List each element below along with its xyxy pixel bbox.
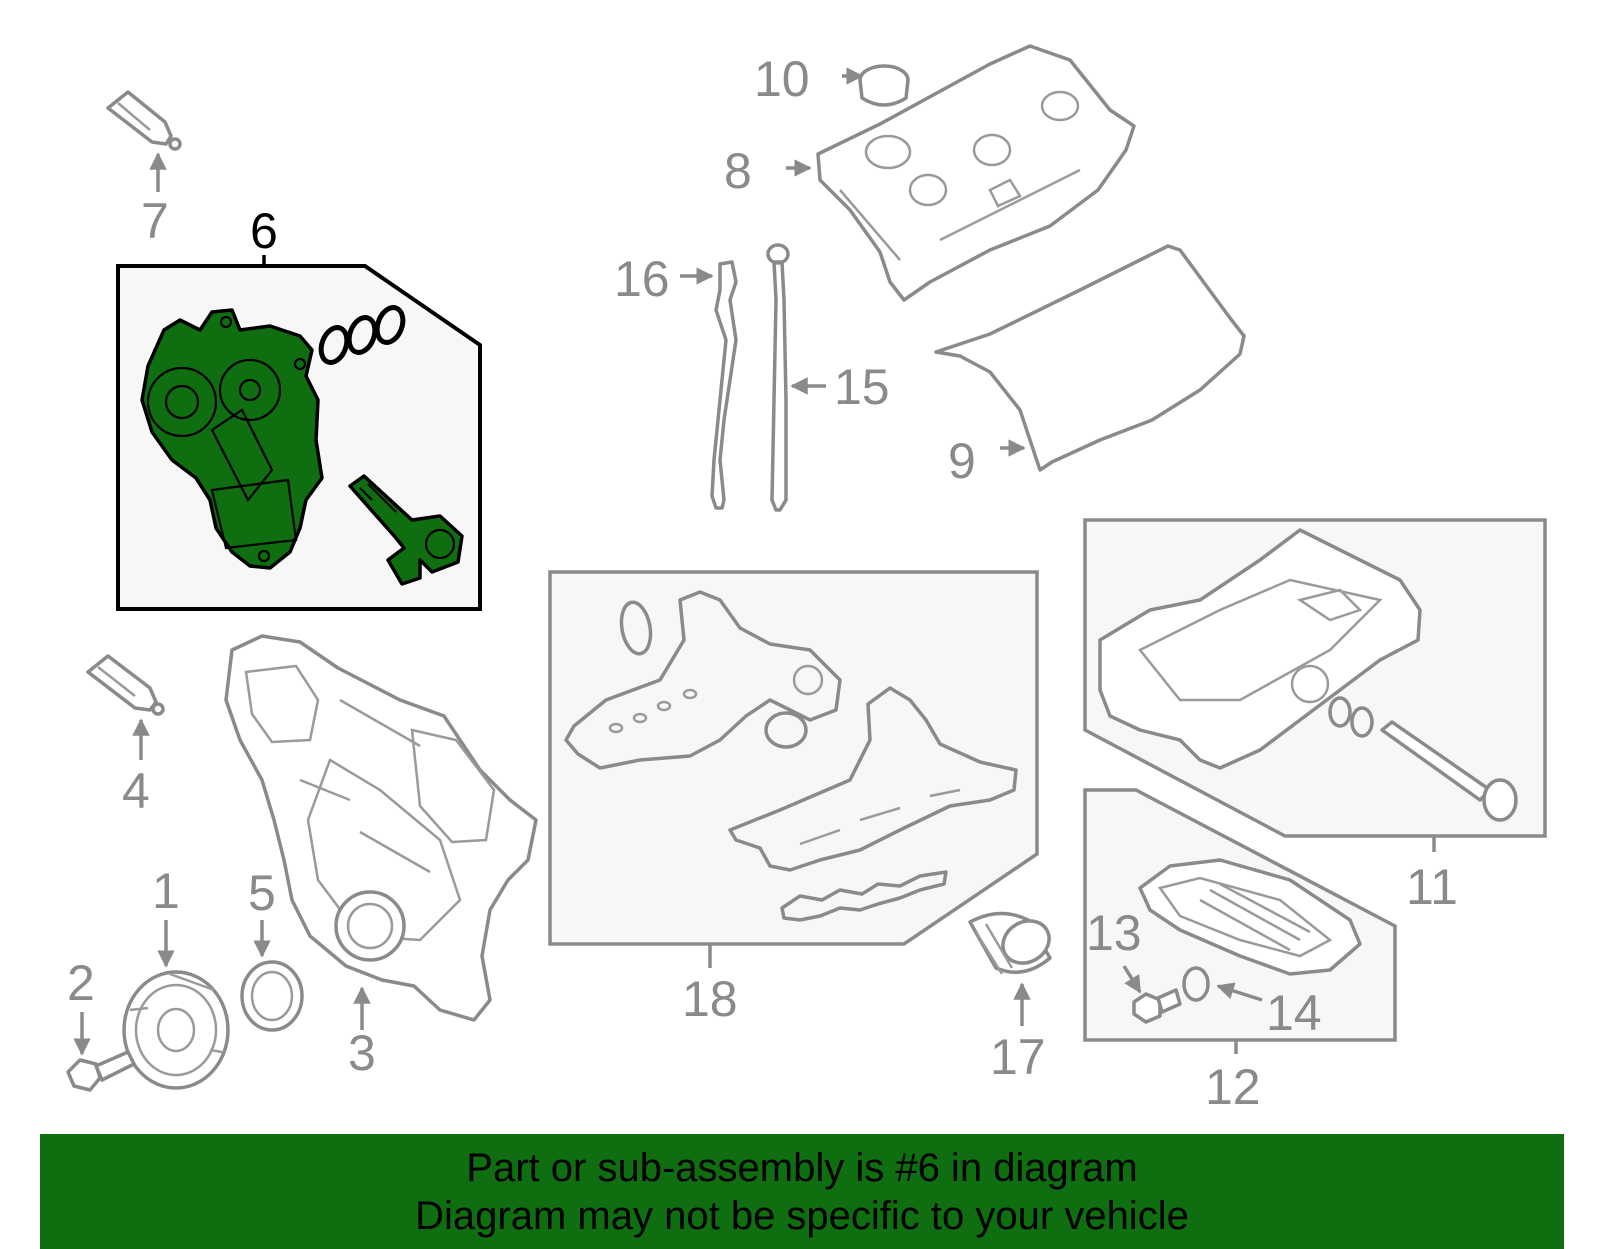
part-14-drain-washer[interactable]: [1182, 966, 1263, 1002]
part-4-sealant-tube[interactable]: [86, 654, 165, 760]
assembly-box-18[interactable]: [548, 570, 1039, 946]
part-5-front-seal[interactable]: [240, 920, 304, 1032]
info-banner: Part or sub-assembly is #6 in diagram Di…: [40, 1134, 1564, 1249]
part-3-timing-cover[interactable]: [224, 634, 538, 1030]
callout-14: 14: [1266, 985, 1322, 1041]
callout-1: 1: [152, 863, 180, 919]
callout-13: 13: [1086, 905, 1142, 961]
part-12-lower-oil-pan[interactable]: [1138, 858, 1362, 976]
part-7-sealant-tube[interactable]: [106, 90, 182, 192]
banner-disclaimer: Diagram may not be specific to your vehi…: [415, 1194, 1189, 1238]
callout-18: 18: [682, 971, 738, 1027]
callout-9: 9: [948, 433, 976, 489]
callout-11: 11: [1406, 859, 1458, 915]
part-17-oil-filter[interactable]: [968, 911, 1057, 1026]
part-2-crank-bolt[interactable]: [66, 1012, 136, 1092]
part-15-dipstick[interactable]: [766, 243, 826, 512]
part-11-upper-oil-pan[interactable]: [1098, 528, 1518, 822]
banner-part-note: Part or sub-assembly is #6 in diagram: [466, 1146, 1138, 1190]
callout-2: 2: [67, 955, 95, 1011]
callout-3: 3: [348, 1025, 376, 1081]
callout-5: 5: [248, 865, 276, 921]
part-18-gasket-set[interactable]: [564, 590, 1018, 922]
callout-17: 17: [990, 1029, 1046, 1085]
part-16-dipstick-tube[interactable]: [680, 260, 738, 510]
callout-7: 7: [141, 193, 169, 249]
callout-16: 16: [614, 251, 670, 307]
part-8-valve-cover[interactable]: [786, 44, 1136, 302]
callout-15: 15: [834, 359, 890, 415]
callout-6[interactable]: 6: [250, 203, 278, 259]
callout-4: 4: [122, 763, 150, 819]
part-13-drain-plug[interactable]: [1122, 965, 1182, 1024]
part-1-crank-pulley[interactable]: [122, 920, 230, 1090]
callout-10: 10: [754, 51, 810, 107]
part-9-valve-cover-gasket[interactable]: [934, 244, 1246, 472]
part-6-oil-pump-assembly[interactable]: [140, 304, 464, 586]
part-10-oil-filler-cap[interactable]: [842, 64, 910, 107]
callout-12: 12: [1205, 1059, 1261, 1115]
callout-8: 8: [724, 143, 752, 199]
